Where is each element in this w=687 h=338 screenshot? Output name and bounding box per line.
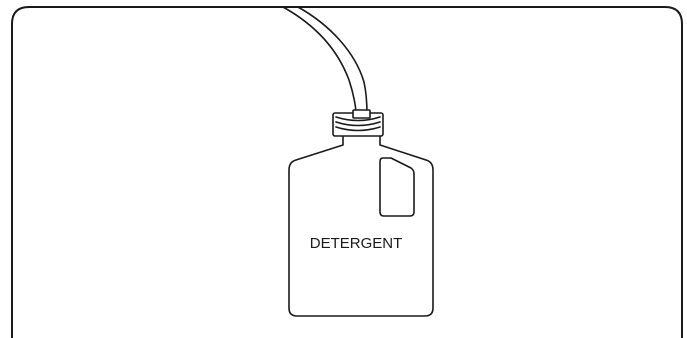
tube-end: [353, 110, 370, 118]
bottle-label: DETERGENT: [310, 235, 403, 252]
bottle-handle: [380, 158, 414, 216]
bottle-body: [289, 135, 433, 316]
